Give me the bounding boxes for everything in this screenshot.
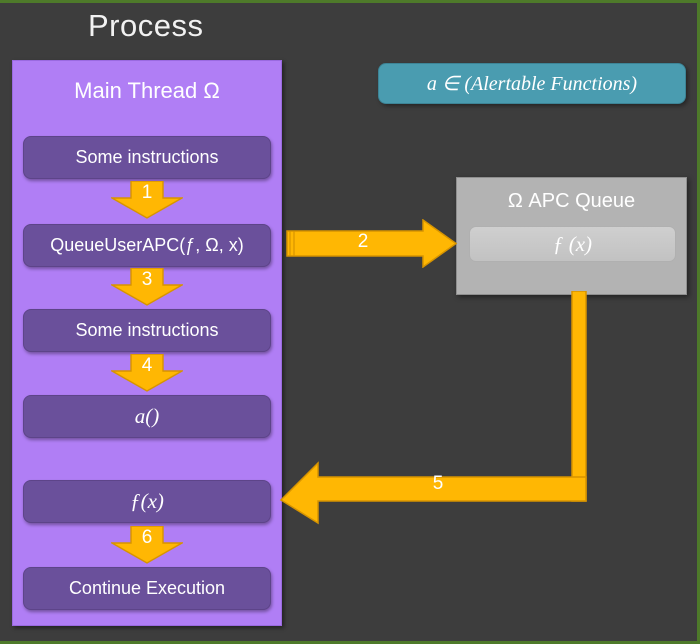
step-box-continue-execution[interactable]: Continue Execution — [23, 567, 271, 610]
main-thread-title: Main Thread Ω — [74, 78, 220, 103]
step-box-f-of-x[interactable]: ƒ(x) — [23, 480, 271, 523]
alertable-functions-legend-label: a ∈ (Alertable Functions) — [426, 73, 638, 95]
flow-arrow-3: 3 — [111, 268, 183, 306]
flow-arrow-6: 6 — [111, 526, 183, 564]
flow-arrow-5: 5 — [278, 291, 588, 526]
step-box-some-instructions-2[interactable]: Some instructions — [23, 309, 271, 352]
flow-arrow-4: 4 — [111, 354, 183, 392]
apc-queue-panel: Ω APC Queue ƒ (x) — [456, 177, 687, 295]
apc-queue-item[interactable]: ƒ (x) — [469, 226, 676, 262]
flow-arrow-2: 2 — [283, 219, 458, 268]
step-box-a-call[interactable]: a() — [23, 395, 271, 438]
alertable-functions-legend: a ∈ (Alertable Functions) — [378, 63, 686, 104]
main-thread-container: Main Thread Ω Some instructions QueueUse… — [12, 60, 282, 626]
flow-arrow-1: 1 — [111, 181, 183, 219]
page-title: Process — [88, 8, 204, 43]
step-box-queueuserapc[interactable]: QueueUserAPC(ƒ, Ω, x) — [23, 224, 271, 267]
apc-queue-title: Ω APC Queue — [507, 190, 636, 212]
step-box-some-instructions-1[interactable]: Some instructions — [23, 136, 271, 179]
